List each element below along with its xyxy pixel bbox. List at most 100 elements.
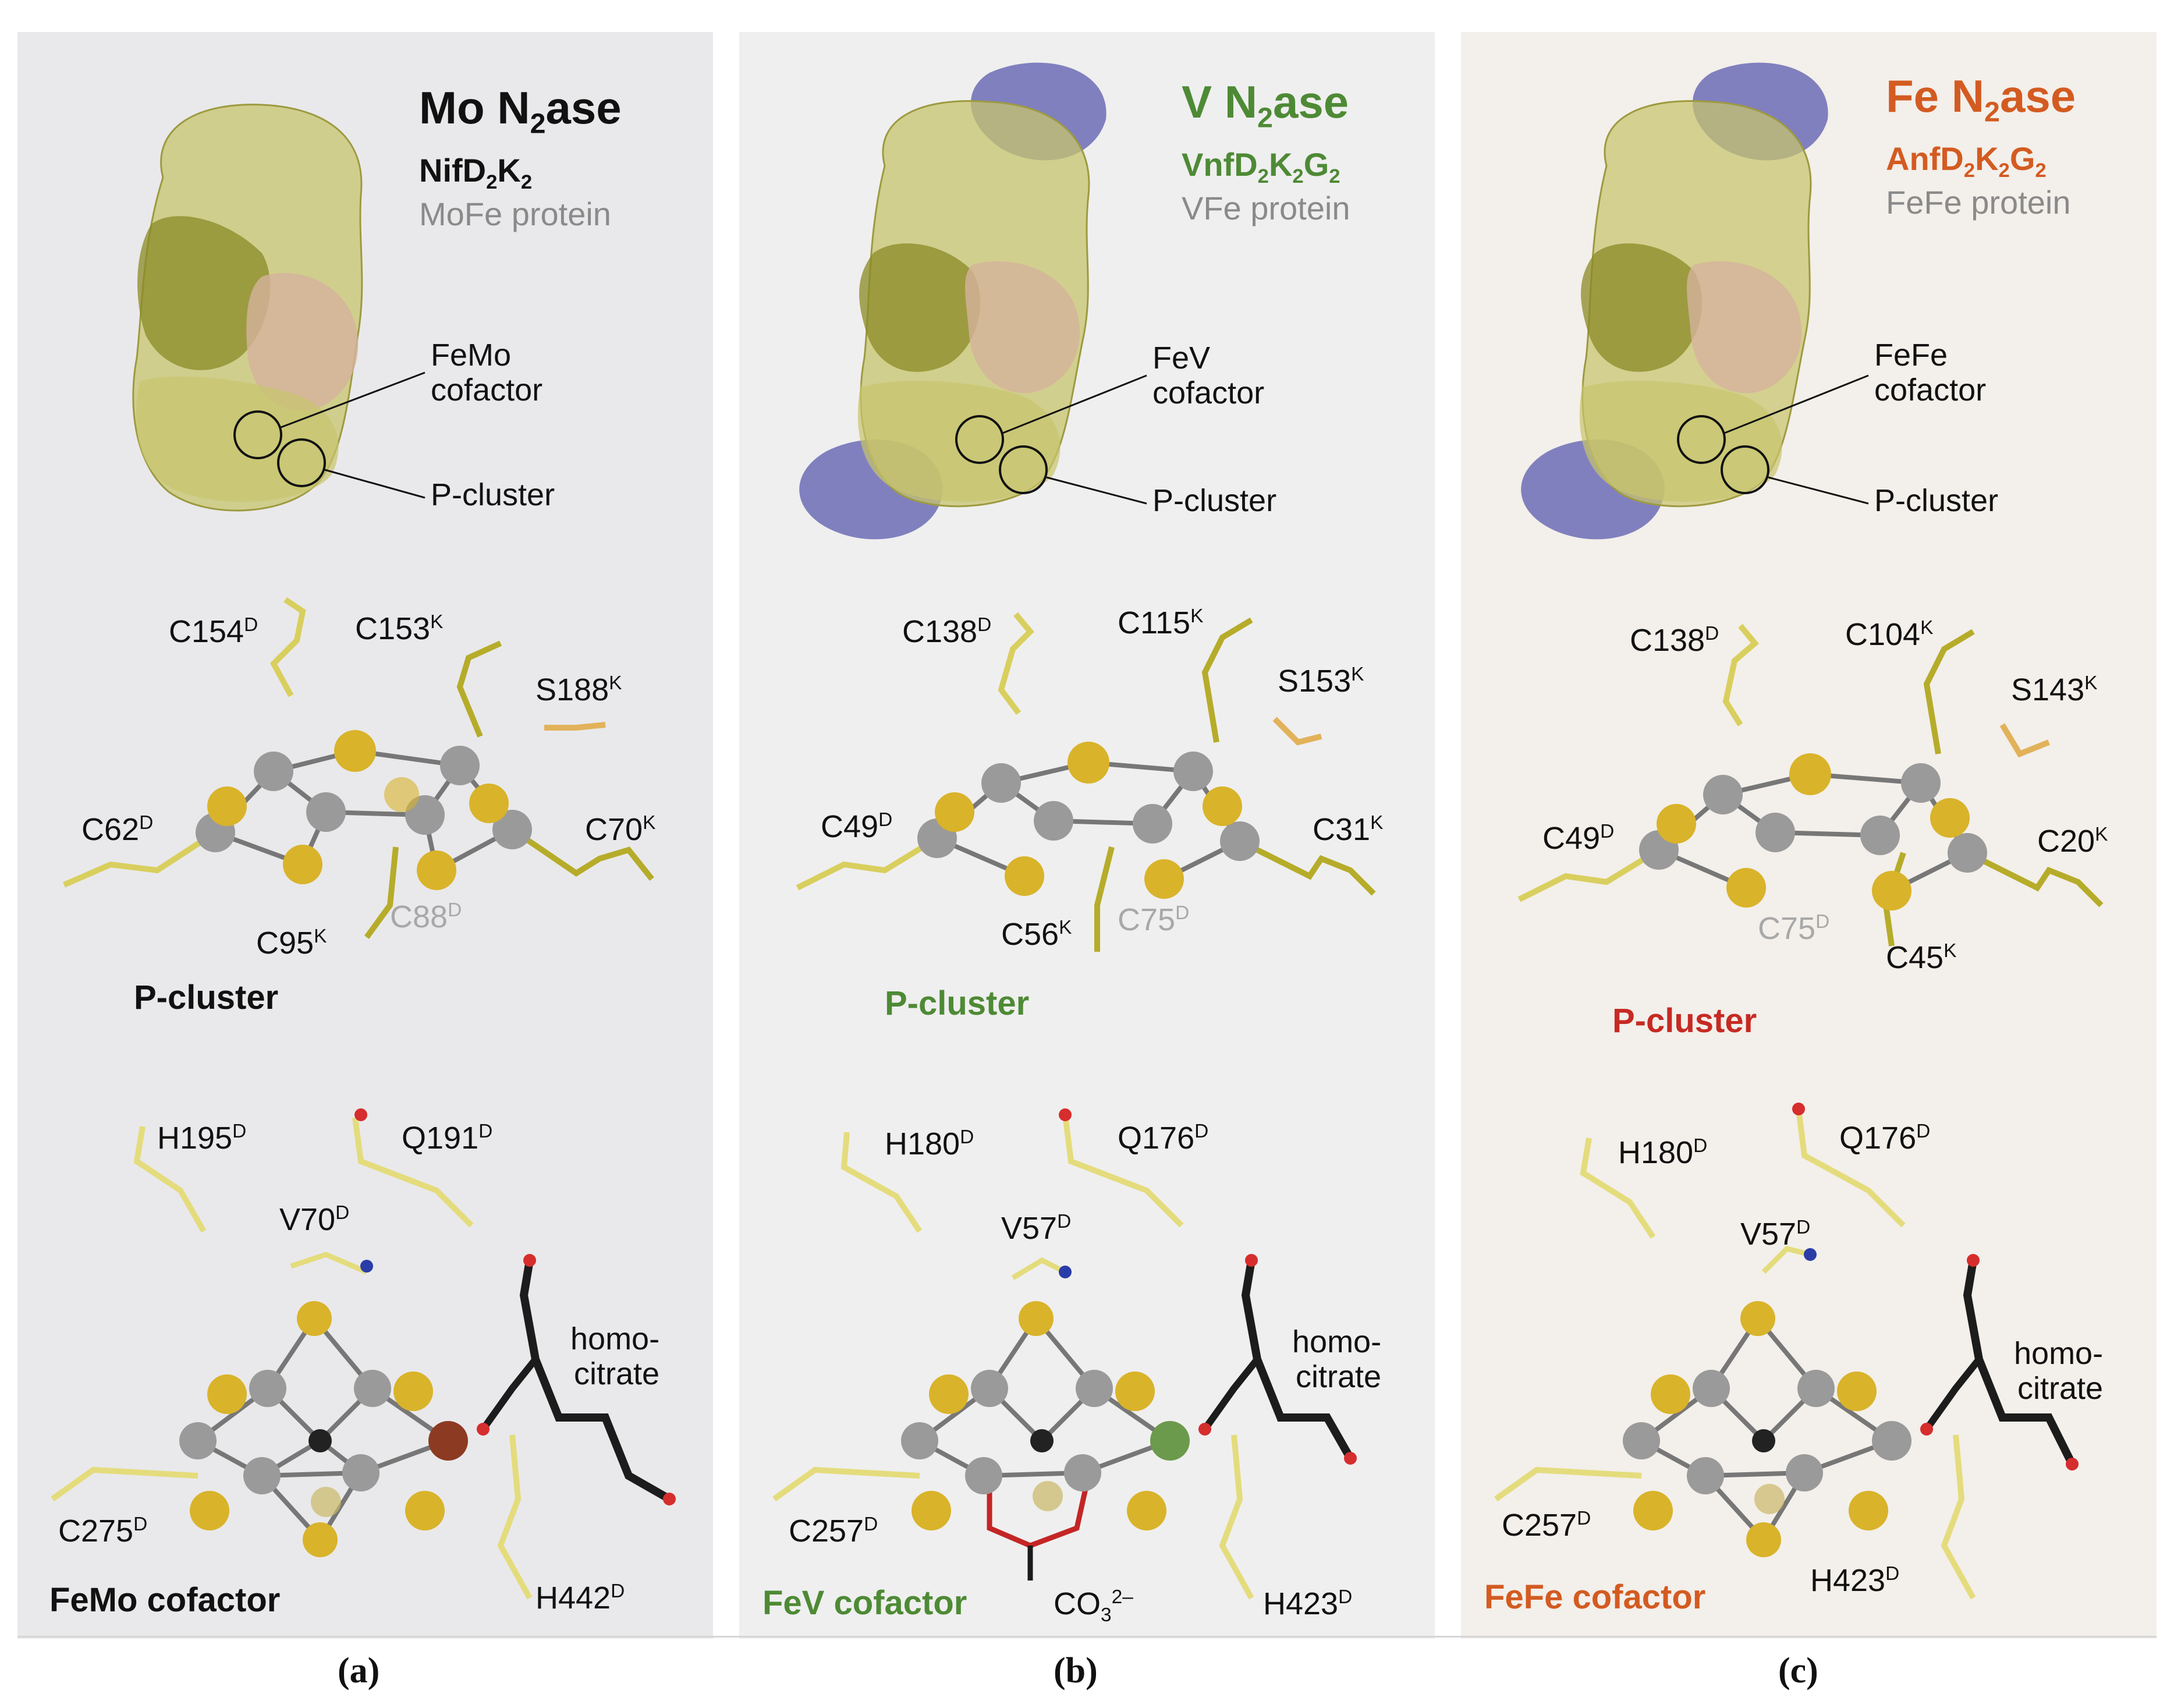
- residue-name: V57: [1740, 1217, 1797, 1252]
- residue-name: V70: [279, 1202, 336, 1237]
- residue-name: V57: [1001, 1211, 1058, 1246]
- title-text: Mo N: [419, 82, 530, 133]
- homocitrate-line-1: homo-: [2014, 1336, 2104, 1371]
- residue-chain: D: [1577, 1508, 1591, 1529]
- panel-c-protein-name: FeFe protein: [1886, 184, 2071, 221]
- panel-c-graphics: [1494, 62, 2104, 1600]
- protein-surface: [132, 104, 425, 512]
- panel-b-title: V N2ase: [1182, 76, 1349, 134]
- cof-residue-label-4: H442D: [535, 1581, 625, 1615]
- fefe-cofactor-circle: [1677, 415, 1726, 464]
- title-end: ase: [545, 82, 622, 133]
- residue-name: H195: [157, 1121, 233, 1156]
- p-cluster-circle: [1721, 445, 1769, 494]
- cofactor-label-line-1: FeMo: [431, 338, 512, 373]
- residue-chain: D: [1916, 1121, 1931, 1142]
- residue-chain: D: [1175, 902, 1190, 924]
- title-subscript: 2: [1984, 96, 2000, 128]
- residue-name: C62: [81, 812, 140, 847]
- residue-name: H442: [535, 1581, 611, 1615]
- residue-chain: D: [244, 614, 258, 636]
- residue-name: C31: [1313, 812, 1371, 847]
- formula-mid: K: [1975, 140, 1999, 177]
- carbonate-label: CO32–: [1054, 1586, 1133, 1626]
- residue-name: H180: [885, 1126, 960, 1161]
- formula-sub-2: 2: [520, 171, 533, 194]
- residue-label-2: S143K: [2011, 672, 2097, 707]
- residue-chain: D: [611, 1581, 625, 1602]
- residue-label-6: C75D: [1118, 902, 1189, 937]
- panel-a-protein-name: MoFe protein: [419, 196, 611, 232]
- title-subscript: 2: [1257, 102, 1273, 134]
- homocitrate-line-1: homo-: [570, 1321, 660, 1356]
- residue-name: C20: [2037, 824, 2095, 859]
- residue-chain: K: [314, 926, 327, 947]
- residue-label-5: C75D: [1758, 911, 1829, 946]
- residue-name: C70: [585, 812, 643, 847]
- residue-name: C275: [58, 1514, 134, 1548]
- residue-chain: K: [2095, 824, 2108, 845]
- residue-chain: K: [430, 611, 444, 633]
- cof-residue-label-1: Q176D: [1839, 1121, 1930, 1156]
- residue-name: Q191: [402, 1121, 479, 1156]
- homocitrate-line-2: citrate: [2017, 1371, 2104, 1406]
- cof-residue-label-2: V70D: [279, 1202, 349, 1237]
- residue-chain: K: [1059, 917, 1072, 938]
- p-cluster-circle: [277, 438, 326, 487]
- residue-name: Q176: [1118, 1121, 1195, 1156]
- p-cluster-title: P-cluster: [1612, 1002, 1757, 1040]
- cof-residue-label-1: Q191D: [402, 1121, 492, 1156]
- residue-chain: K: [1944, 940, 1957, 962]
- residue-chain: D: [977, 614, 992, 636]
- residue-name: S143: [2011, 672, 2085, 707]
- p-cluster-circle: [999, 445, 1048, 494]
- cofactor-label-line-1: FeV: [1152, 341, 1211, 375]
- residue-name: C257: [789, 1514, 864, 1548]
- residue-chain: D: [1600, 821, 1615, 842]
- residue-label-5: C56K: [1001, 917, 1072, 952]
- residue-chain: K: [609, 672, 622, 694]
- formula-text: VnfD: [1182, 146, 1258, 183]
- residue-name: C104: [1845, 617, 1921, 652]
- residue-name: C75: [1758, 911, 1816, 946]
- residue-label-5: C95K: [256, 926, 327, 961]
- p-cluster-title: P-cluster: [134, 979, 279, 1016]
- panel-c-label: (c): [1778, 1651, 1818, 1691]
- residue-chain: D: [1796, 1217, 1811, 1238]
- residue-chain: D: [448, 899, 462, 921]
- fev-cofactor-structure: [772, 1108, 1357, 1600]
- cofactor-title: FeFe cofactor: [1484, 1578, 1706, 1616]
- formula-sub-2: 2: [1292, 165, 1304, 188]
- residue-chain: D: [1693, 1135, 1708, 1157]
- residue-chain: D: [1057, 1211, 1072, 1232]
- residue-label-2: S153K: [1278, 664, 1364, 699]
- residue-label-0: C154D: [169, 614, 258, 649]
- p-cluster-title: P-cluster: [885, 984, 1030, 1022]
- residue-chain: D: [1885, 1563, 1900, 1585]
- cof-residue-label-0: H180D: [1618, 1135, 1707, 1170]
- cofactor-label-line-2: cofactor: [431, 373, 543, 408]
- carbonate-sub: 3: [1101, 1604, 1112, 1626]
- residue-name: C56: [1001, 917, 1059, 952]
- residue-name: C95: [256, 926, 314, 961]
- p-cluster-callout: P-cluster: [431, 477, 555, 512]
- bottom-separator: [17, 1636, 2157, 1638]
- residue-chain: D: [864, 1514, 878, 1535]
- fefe-cofactor-structure: [1494, 1103, 2079, 1600]
- residue-label-3: C49D: [821, 809, 892, 844]
- formula-text: AnfD: [1886, 140, 1964, 177]
- residue-chain: D: [1815, 911, 1830, 933]
- cof-residue-label-0: H195D: [157, 1121, 246, 1156]
- formula-mid: K: [497, 152, 521, 189]
- cof-residue-label-4: H423D: [1810, 1563, 1899, 1598]
- carbonate-charge: 2–: [1111, 1586, 1133, 1608]
- residue-name: C49: [1542, 821, 1601, 856]
- cof-residue-label-4: H423D: [1263, 1586, 1352, 1621]
- residue-chain: D: [139, 812, 154, 834]
- residue-chain: D: [1705, 623, 1719, 644]
